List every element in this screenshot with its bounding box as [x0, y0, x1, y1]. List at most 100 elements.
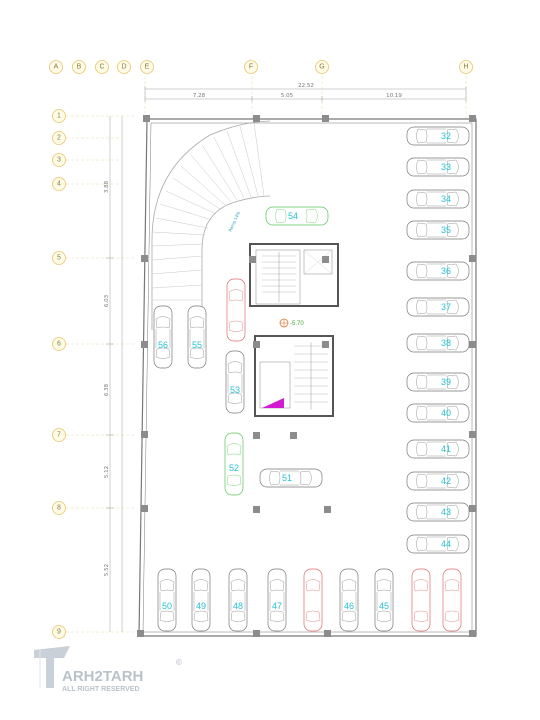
curved-ramp: Ramp 14% [151, 120, 271, 335]
svg-text:C: C [99, 64, 104, 71]
row-grid-bubble-7: 7 [52, 428, 66, 442]
parking-slot-41[interactable]: 41 [406, 439, 470, 459]
svg-text:56: 56 [158, 340, 168, 350]
parking-slot-56[interactable]: 56 [153, 305, 173, 369]
svg-text:55: 55 [192, 340, 202, 350]
row-grid-bubble-1: 1 [52, 109, 66, 123]
parking-slot-48[interactable]: 48 [228, 568, 248, 632]
brand-logo: ARH2TARH ALL RIGHT RESERVED © [34, 646, 182, 693]
level-label: -5.70 [290, 321, 304, 327]
row-grid-bubble-3: 3 [52, 153, 66, 167]
parking-slot-unnumbered-2 [411, 568, 431, 632]
svg-text:7: 7 [57, 432, 61, 439]
parking-slot-51[interactable]: 51 [259, 468, 323, 488]
parking-slot-44[interactable]: 44 [406, 534, 470, 554]
svg-text:35: 35 [441, 225, 451, 235]
svg-text:53: 53 [230, 385, 240, 395]
parking-slot-46[interactable]: 46 [339, 568, 359, 632]
parking-slot-unnumbered-4 [226, 278, 246, 342]
svg-text:47: 47 [272, 601, 282, 611]
parking-slot-50[interactable]: 50 [157, 568, 177, 632]
column-grid-bubble-E: E [140, 60, 154, 74]
svg-text:40: 40 [441, 408, 451, 418]
svg-text:32: 32 [441, 131, 451, 141]
parking-slot-43[interactable]: 43 [406, 502, 470, 522]
parking-slot-33[interactable]: 33 [406, 157, 470, 177]
parking-slot-55[interactable]: 55 [187, 305, 207, 369]
parking-slot-49[interactable]: 49 [191, 568, 211, 632]
dimension-left-3: 6.38 [104, 383, 110, 396]
parking-slot-36[interactable]: 36 [406, 261, 470, 281]
svg-text:34: 34 [441, 194, 451, 204]
svg-text:8: 8 [57, 505, 61, 512]
stair-core-lower [254, 335, 334, 417]
parking-slot-47[interactable]: 47 [267, 568, 287, 632]
svg-text:49: 49 [196, 601, 206, 611]
parking-slot-unnumbered-1 [442, 568, 462, 632]
svg-text:4: 4 [57, 181, 61, 188]
row-grid-bubble-5: 5 [52, 251, 66, 265]
column-grid-bubble-C: C [95, 60, 109, 74]
dimension-overall: 22.52 [298, 83, 314, 89]
dimension-segment-2: 5.05 [281, 93, 294, 99]
svg-text:A: A [54, 64, 59, 71]
svg-text:43: 43 [441, 507, 451, 517]
parking-slot-38[interactable]: 38 [406, 333, 470, 353]
svg-text:E: E [145, 64, 150, 71]
svg-text:1: 1 [57, 113, 61, 120]
stair-core-upper [249, 243, 339, 307]
svg-text:3: 3 [57, 157, 61, 164]
dimension-left-1: 3.88 [104, 180, 110, 193]
parking-slot-39[interactable]: 39 [406, 372, 470, 392]
svg-text:36: 36 [441, 266, 451, 276]
svg-text:6: 6 [57, 341, 61, 348]
left-dimension-chain: 3.88 6.03 6.38 5.12 5.52 [104, 116, 123, 632]
svg-text:D: D [121, 64, 126, 71]
dimension-segment-1: 7.28 [193, 93, 206, 99]
column-grid-bubble-H: H [459, 60, 473, 74]
svg-text:44: 44 [441, 539, 451, 549]
svg-text:48: 48 [233, 601, 243, 611]
parking-slot-53[interactable]: 53 [225, 350, 245, 414]
row-grid-bubble-8: 8 [52, 501, 66, 515]
column-grid-bubble-B: B [72, 60, 86, 74]
dimension-segment-3: 10.19 [386, 93, 402, 99]
parking-slot-37[interactable]: 37 [406, 297, 470, 317]
row-grid-bubble-2: 2 [52, 131, 66, 145]
parking-slot-35[interactable]: 35 [406, 220, 470, 240]
svg-text:2: 2 [57, 135, 61, 142]
copyright-mark: © [176, 658, 182, 667]
column-grid-bubble-G: G [315, 60, 329, 74]
svg-text:F: F [249, 64, 253, 71]
parking-slot-32[interactable]: 32 [406, 126, 470, 146]
svg-text:9: 9 [57, 629, 61, 636]
svg-text:46: 46 [344, 601, 354, 611]
level-marker: -5.70 [279, 318, 304, 328]
dimension-left-2: 6.03 [104, 294, 110, 307]
ramp-slope-label: Ramp 14% [227, 210, 241, 232]
svg-text:39: 39 [441, 377, 451, 387]
svg-text:H: H [463, 64, 468, 71]
svg-text:37: 37 [441, 302, 451, 312]
svg-text:45: 45 [379, 601, 389, 611]
parking-slot-45[interactable]: 45 [374, 568, 394, 632]
svg-text:41: 41 [441, 444, 451, 454]
column-grid-bubble-D: D [117, 60, 131, 74]
svg-text:33: 33 [441, 162, 451, 172]
parking-slot-52[interactable]: 52 [224, 432, 244, 496]
row-grid-bubble-9: 9 [52, 625, 66, 639]
dimension-left-5: 5.52 [104, 564, 110, 576]
parking-slot-unnumbered-3 [303, 568, 323, 632]
parking-slot-54[interactable]: 54 [265, 206, 329, 226]
parking-slot-40[interactable]: 40 [406, 403, 470, 423]
grid-lines [66, 76, 467, 633]
brand-name: ARH2TARH [62, 668, 143, 685]
structural-columns [137, 115, 476, 637]
svg-text:G: G [319, 64, 324, 71]
parking-slot-42[interactable]: 42 [406, 471, 470, 491]
parking-slot-34[interactable]: 34 [406, 189, 470, 209]
svg-text:51: 51 [282, 473, 292, 483]
svg-text:42: 42 [441, 476, 451, 486]
svg-text:52: 52 [229, 463, 239, 473]
